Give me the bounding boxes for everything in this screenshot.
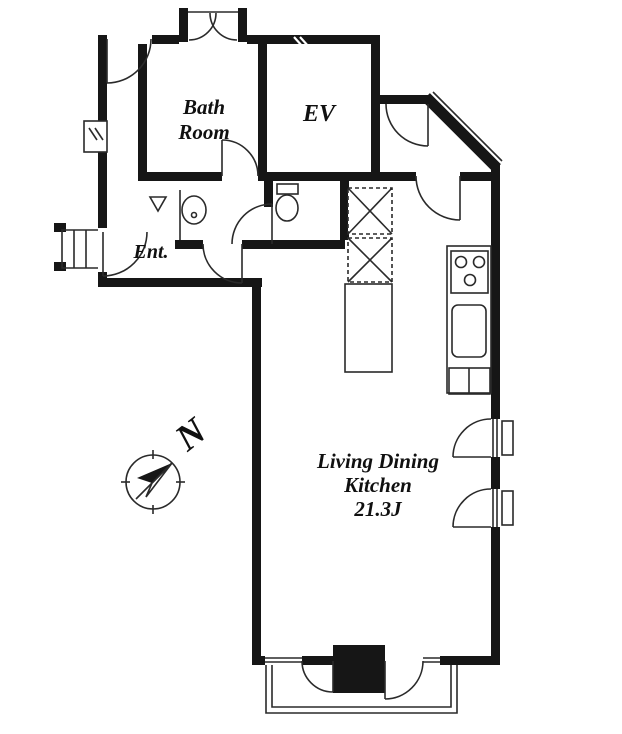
door-arc xyxy=(221,139,259,177)
wall xyxy=(491,527,500,665)
ldk-label-line1: Living Dining xyxy=(316,449,439,473)
shaft-cross xyxy=(347,187,393,235)
meter-box-tick xyxy=(94,127,104,141)
wall xyxy=(491,164,500,419)
wall xyxy=(380,95,428,104)
wall xyxy=(152,35,179,44)
room-labels: Bath Room EV Ent. Living Dining Kitchen … xyxy=(132,95,438,521)
shaft-cross xyxy=(347,237,393,283)
wall xyxy=(460,172,491,181)
door-arc xyxy=(452,488,492,528)
toilet-tank xyxy=(276,183,299,195)
wall xyxy=(440,656,500,665)
wall xyxy=(247,35,380,44)
vent-slash xyxy=(299,36,310,48)
burner xyxy=(472,255,486,269)
ldk-size-label: 21.3J xyxy=(353,497,403,521)
burner xyxy=(463,273,477,287)
bath-room-label-line1: Bath xyxy=(182,95,225,119)
wall xyxy=(238,8,247,42)
door-arc xyxy=(452,418,492,458)
wall xyxy=(258,44,267,181)
structural-column xyxy=(333,645,385,693)
wash-basin xyxy=(181,195,207,225)
compass-needle-filled xyxy=(137,463,172,483)
porch-outline xyxy=(61,229,98,269)
compass-north-label: N xyxy=(167,410,215,460)
wall xyxy=(264,181,273,207)
door-arc xyxy=(209,12,238,41)
wall xyxy=(252,656,265,665)
door-arc xyxy=(231,203,273,245)
entrance-area xyxy=(61,120,181,269)
wall xyxy=(371,44,380,181)
door-arc xyxy=(106,38,152,84)
wall xyxy=(258,172,416,181)
wall xyxy=(179,8,188,42)
door-arc xyxy=(188,12,217,41)
wall xyxy=(302,656,333,665)
kitchen-sink xyxy=(451,304,487,358)
door-arc xyxy=(415,175,461,221)
kitchen-fixtures xyxy=(344,187,492,395)
wall xyxy=(491,457,500,489)
elevator-label: EV xyxy=(302,101,337,127)
kitchen-island-counter xyxy=(344,283,393,373)
wall xyxy=(242,240,345,249)
wall xyxy=(138,44,147,181)
chamfer-outline xyxy=(432,91,503,162)
wall xyxy=(340,181,349,240)
door-arc xyxy=(385,103,429,147)
ldk-label-line2: Kitchen xyxy=(343,473,412,497)
wall xyxy=(138,172,222,181)
compass-needle-outline xyxy=(145,462,173,498)
wall xyxy=(54,262,66,271)
wall xyxy=(54,223,66,232)
entrance-marker-triangle xyxy=(148,196,168,213)
door-arc xyxy=(102,231,148,277)
diagonal-wall xyxy=(422,93,501,172)
bath-room-label-line2: Room xyxy=(177,120,229,144)
balcony-railing-inner xyxy=(271,665,452,708)
door-swing-arcs xyxy=(102,11,492,700)
entrance-label: Ent. xyxy=(132,241,168,263)
wall xyxy=(252,278,261,665)
door-arc xyxy=(384,660,424,700)
balcony-railing-outer xyxy=(265,665,458,714)
wc-fixtures xyxy=(181,183,299,225)
walls xyxy=(54,8,501,693)
balcony xyxy=(265,665,458,714)
vent-slash xyxy=(293,36,304,48)
wall xyxy=(98,278,262,287)
door-arc xyxy=(301,660,334,693)
burner xyxy=(454,255,468,269)
meter-box-tick xyxy=(88,127,98,141)
wall xyxy=(175,240,203,249)
toilet-bowl xyxy=(275,194,299,222)
stove xyxy=(450,250,489,294)
ev-shaft-vent xyxy=(293,36,310,48)
windows xyxy=(265,419,514,663)
shutter-box xyxy=(501,490,514,526)
shutter-box xyxy=(501,420,514,456)
basin-drain xyxy=(190,211,198,219)
door-arc xyxy=(202,243,243,284)
compass-rose: N xyxy=(121,410,215,514)
